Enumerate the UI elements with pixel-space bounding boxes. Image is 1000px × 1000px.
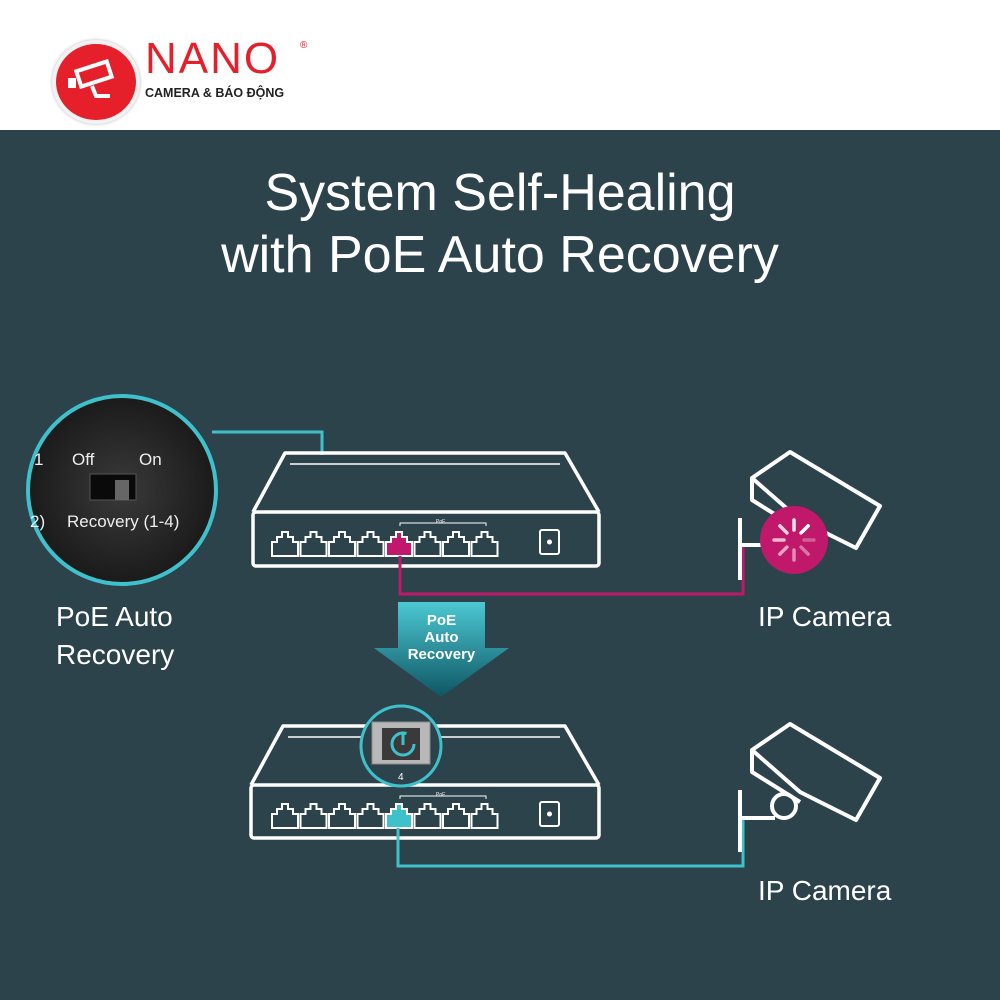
ethernet-port-3 (328, 531, 356, 557)
arrow-line-2: Auto (424, 629, 459, 646)
ethernet-port-5 (385, 531, 413, 557)
port-number: 4 (398, 772, 404, 783)
ethernet-port-4 (356, 803, 385, 829)
inset-off-label: Off (72, 450, 95, 469)
arrow-line-1: PoE (426, 612, 457, 629)
inset-recovery-switch (26, 394, 218, 586)
spinner-segment (799, 524, 810, 535)
ethernet-port-7 (442, 531, 470, 557)
recovery-arrow (374, 602, 509, 697)
logo-tagline: CAMERA & BÁO ĐỘNG (145, 86, 285, 100)
ip-camera-bottom-label: IP Camera (758, 875, 892, 906)
inset-port-2: 2) (30, 512, 46, 531)
spinner-segment (778, 545, 789, 556)
fault-cable (398, 545, 745, 596)
label-line-1: PoE Auto (56, 601, 173, 632)
ethernet-port-4 (356, 531, 385, 557)
ip-camera-top-label: IP Camera (758, 601, 892, 632)
logo-brand: NANO (145, 34, 281, 83)
page-title: System Self-Healing with PoE Auto Recove… (0, 162, 1000, 286)
arrow-label: PoE Auto Recovery (398, 612, 485, 663)
header: NANO ® CAMERA & BÁO ĐỘNG (0, 0, 1000, 130)
ethernet-port-3 (328, 803, 356, 829)
spinner-segment (778, 524, 789, 535)
ethernet-port-6 (413, 803, 442, 829)
inset-connector-line (212, 430, 324, 455)
poe-label-bottom: PoE (436, 792, 446, 798)
label-line-2: Recovery (56, 639, 175, 670)
ethernet-port-1 (271, 803, 299, 829)
ethernet-port-2 (299, 531, 328, 557)
title-line-1: System Self-Healing (264, 164, 736, 222)
ethernet-port-7 (442, 803, 470, 829)
ethernet-port-5 (385, 803, 413, 829)
recovery-port-inset (359, 704, 443, 788)
arrow-line-3: Recovery (407, 646, 476, 663)
inset-on-label: On (139, 450, 162, 469)
inset-recovery-label: Recovery (1-4) (67, 512, 180, 531)
inset-port-1: 1 (34, 450, 44, 469)
ethernet-port-8 (470, 531, 499, 557)
registered-mark: ® (300, 40, 308, 51)
ip-camera-bottom-icon (738, 722, 882, 852)
healthy-cable (396, 820, 745, 868)
ethernet-port-1 (271, 531, 299, 557)
switch-top (251, 451, 601, 568)
poe-label-top: PoE (436, 519, 446, 525)
rebooting-spinner-icon (760, 506, 828, 574)
ethernet-port-6 (413, 531, 442, 557)
title-line-2: with PoE Auto Recovery (221, 226, 779, 284)
ethernet-port-8 (470, 803, 499, 829)
poe-auto-recovery-label: PoE Auto Recovery (56, 598, 174, 674)
camera-logo-icon (52, 40, 140, 124)
spinner-segment (799, 545, 810, 556)
ethernet-port-2 (299, 803, 328, 829)
